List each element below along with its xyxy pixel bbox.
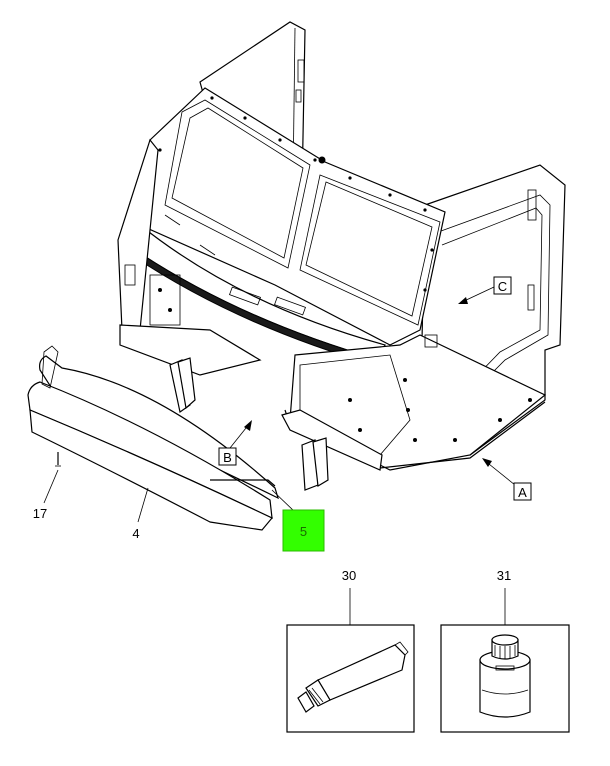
part-31-adhesive-can	[440, 624, 570, 733]
view-label-c-text: C	[498, 279, 507, 294]
view-arrow-a	[482, 458, 516, 486]
part-17-screw	[55, 452, 61, 467]
leader-lines	[43, 469, 506, 625]
cab-floor	[119, 324, 547, 471]
callout-4: 4	[132, 526, 139, 541]
callout-5-highlight[interactable]: 5	[282, 509, 325, 552]
part-5-seal-strip	[210, 479, 276, 487]
part-4-lower-panel	[27, 345, 279, 531]
callout-17: 17	[33, 506, 47, 521]
part-30-sealant-tube	[286, 624, 415, 733]
view-arrow-c	[458, 286, 495, 304]
view-label-b-text: B	[223, 450, 232, 465]
view-label-b: B	[218, 447, 237, 466]
callout-5: 5	[300, 524, 307, 539]
view-label-c: C	[493, 276, 512, 295]
view-arrow-b	[229, 420, 252, 449]
callout-31: 31	[497, 568, 511, 583]
mount-brackets	[169, 357, 329, 491]
left-pillar	[117, 138, 181, 331]
windshield-frame	[139, 87, 446, 346]
callout-30: 30	[342, 568, 356, 583]
view-label-a-text: A	[518, 485, 527, 500]
view-label-a: A	[513, 482, 532, 501]
